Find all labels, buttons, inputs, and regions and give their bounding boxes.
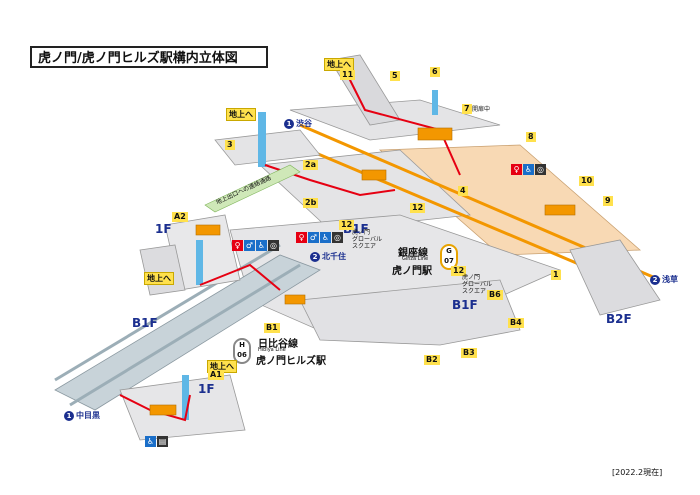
elevator-icon-lower: ▤	[157, 436, 168, 447]
ticket-gate-center	[361, 169, 387, 181]
to-ground-exit-11: 地上へ	[324, 58, 354, 71]
floor-b1f-lower: B1F	[452, 298, 478, 312]
revision-date: [2022.2現在]	[612, 468, 663, 477]
exit-1: 1	[551, 270, 561, 280]
exit-12-upper: 12	[410, 203, 426, 213]
exit-11: 11	[340, 70, 356, 80]
exit-4: 4	[458, 186, 468, 196]
direction-nakameguro-number: 1	[64, 410, 74, 421]
exit-3: 3	[225, 140, 235, 150]
exit-a2: A2	[172, 212, 188, 222]
accessible-icon-lower: ♿	[145, 436, 156, 447]
exit-b3: B3	[461, 348, 477, 358]
hibiya-code-letter: H	[239, 341, 245, 349]
ginza-line-en: Ginza Line	[402, 256, 429, 262]
exit-2b: 2b	[303, 198, 319, 208]
direction-asakusa-number: 2	[650, 274, 660, 285]
exit-6: 6	[430, 67, 440, 77]
accessible-restroom-icon-right: ♿	[523, 164, 534, 175]
ticket-gate-left	[195, 224, 221, 236]
ginza-line-name: 銀座線	[398, 248, 428, 259]
facility-icons-left: ♀ ♂ ♿ ◎	[232, 240, 279, 251]
baby-icon: ◎	[332, 232, 343, 243]
direction-kitasenju-number: 2	[310, 251, 320, 262]
ginza-station-name: 虎ノ門駅	[392, 266, 432, 277]
hibiya-track-lower	[69, 263, 301, 407]
to-ground-exit-a2: 地上へ	[144, 272, 174, 285]
floor-b2f: B2F	[606, 312, 632, 326]
b1f-passage	[299, 279, 521, 346]
direction-shibuya-label: 渋谷	[296, 119, 312, 128]
accessible-restroom-icon: ♿	[320, 232, 331, 243]
accessible-route-hibiya	[199, 263, 281, 291]
baby-icon-left: ◎	[268, 240, 279, 251]
restroom-female-icon: ♀	[296, 232, 307, 243]
hibiya-code-num: 06	[237, 351, 247, 359]
to-ground-exit-3: 地上へ	[226, 108, 256, 121]
restroom-female-icon-right: ♀	[511, 164, 522, 175]
hibiya-line-en: Hibiya Line	[258, 347, 286, 353]
exit-a1: A1	[208, 370, 224, 380]
exit-12-center: 12	[339, 220, 355, 230]
global-square-note-a: 虎ノ門 グローバル スクエア	[352, 229, 382, 250]
facility-icons-lower: ♿ ▤	[145, 436, 168, 447]
direction-asakusa-label: 浅草	[662, 275, 678, 284]
ticket-gate-right	[544, 204, 576, 216]
exit-b6: B6	[487, 290, 503, 300]
elevator-shaft-3	[182, 375, 189, 420]
elevator-shaft-4	[432, 90, 438, 115]
global-square-note-b: 虎ノ門 グローバル スクエア	[462, 274, 492, 295]
direction-shibuya-number: 1	[284, 118, 294, 129]
restroom-female-icon-left: ♀	[232, 240, 243, 251]
ticket-gate-ginza	[417, 127, 453, 141]
exit-8: 8	[526, 132, 536, 142]
facility-icons-center: ♀ ♂ ♿ ◎	[296, 232, 343, 243]
exit-b1: B1	[264, 323, 280, 333]
b2f-stairs	[569, 239, 661, 316]
exit-5: 5	[390, 71, 400, 81]
hibiya-station-name: 虎ノ門ヒルズ駅	[256, 356, 326, 367]
facility-icons-right: ♀ ♿ ◎	[511, 164, 546, 175]
floor-1f-lower: 1F	[198, 382, 215, 396]
ginza-station-code: G 07	[440, 244, 458, 270]
map-title: 虎ノ門/虎ノ門ヒルズ駅構内立体図	[30, 46, 268, 68]
elevator-shaft-2	[196, 240, 203, 285]
ticket-gate-lower	[149, 404, 177, 416]
ginza-code-letter: G	[446, 247, 452, 255]
exit-b4: B4	[508, 318, 524, 328]
floor-1f-left: 1F	[155, 222, 172, 236]
exit-12-lower: 12	[451, 266, 467, 276]
direction-kitasenju-label: 北千住	[322, 252, 346, 261]
restroom-male-icon: ♂	[308, 232, 319, 243]
direction-nakameguro-label: 中目黒	[76, 411, 100, 420]
hibiya-line-name: 日比谷線	[258, 339, 298, 350]
exit-10: 10	[579, 176, 595, 186]
baby-icon-right: ◎	[535, 164, 546, 175]
accessible-restroom-icon-left: ♿	[256, 240, 267, 251]
ginza-code-num: 07	[444, 257, 454, 265]
hibiya-station-code: H 06	[233, 338, 251, 364]
ticket-gate-hibiya	[284, 294, 306, 305]
elevator-shaft-1	[258, 112, 266, 167]
exit-b2: B2	[424, 355, 440, 365]
exit-3-corridor	[214, 129, 321, 166]
floor-b1f-left: B1F	[132, 316, 158, 330]
exit-7: 7	[462, 104, 472, 114]
exit-9: 9	[603, 196, 613, 206]
exit-7-note: 開扉中	[472, 106, 491, 113]
ginza-platform	[378, 144, 642, 256]
underground-passage	[204, 164, 301, 213]
exit-2a: 2a	[303, 160, 318, 170]
restroom-male-icon-left: ♂	[244, 240, 255, 251]
accessible-route-upper	[344, 69, 461, 176]
